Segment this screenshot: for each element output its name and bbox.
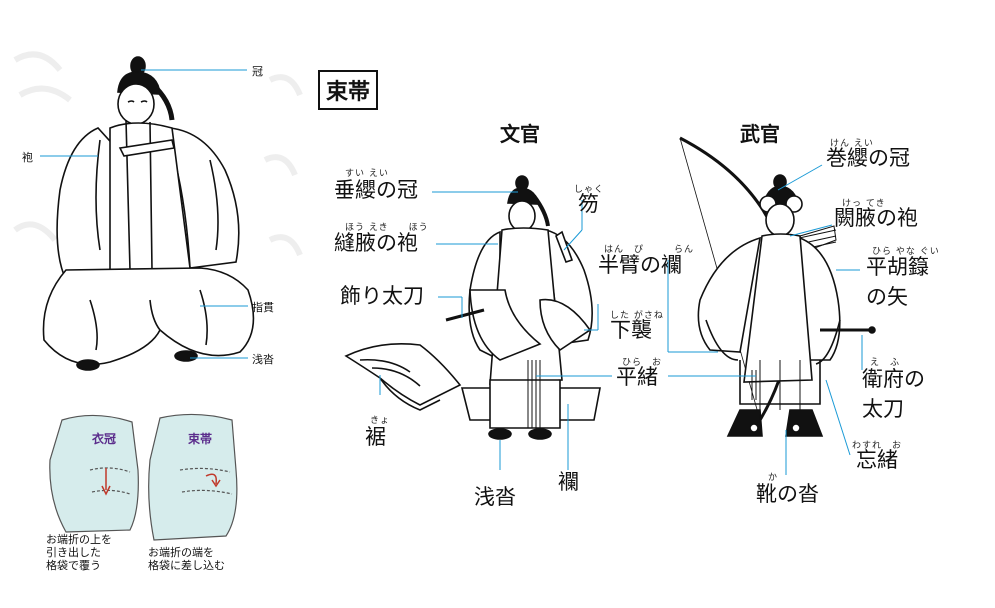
- left-figure: [42, 56, 255, 371]
- ruby-kyo: きょ: [370, 416, 391, 426]
- heading-bunkan: 文官: [500, 122, 540, 146]
- label-kenei: 巻纓の冠: [826, 146, 910, 170]
- inset-sokutai-caption-line: お端折の端を: [148, 546, 214, 559]
- label-efu-1: 衛府の: [862, 367, 925, 391]
- inset-ikan-caption-line: お端折の上を: [46, 533, 112, 546]
- bunkan-figure: [344, 175, 601, 440]
- ruby-ketteki: けっ てき: [842, 199, 886, 209]
- label-kanokutsu: 靴の沓: [756, 482, 819, 506]
- label-asagutsu-left: 浅沓: [252, 353, 274, 366]
- background-sketch: [13, 51, 303, 257]
- main-title: 束帯: [318, 70, 379, 110]
- label-asagutsu: 浅沓: [474, 485, 516, 509]
- ruby-hirayanagui: ひら やな ぐい: [872, 247, 940, 257]
- ruby-kanokutsu: か: [768, 473, 779, 483]
- label-shaku: 笏: [578, 192, 599, 216]
- heading-bukan: 武官: [740, 122, 780, 146]
- ruby-hirao: ひら お: [622, 358, 663, 368]
- inset-ikan-caption-line: 引き出した: [46, 546, 101, 559]
- ruby-wasureo: わすれ お: [852, 441, 903, 451]
- inset-sokutai-drawing: [148, 413, 238, 541]
- ruby-shaku: しゃく: [574, 185, 605, 195]
- label-hirayanagui-2: の矢: [866, 285, 908, 309]
- label-kanmuri: 冠: [252, 65, 263, 78]
- inset-ikan-caption: お端折の上を 引き出した 格袋で覆う: [46, 533, 112, 572]
- inset-sokutai-title: 束帯: [188, 432, 213, 446]
- bukan-figure: [679, 136, 876, 437]
- ruby-suiei: すい えい: [345, 169, 389, 179]
- ruby-efu: え ふ: [870, 358, 901, 368]
- inset-ikan-drawing: [49, 414, 139, 533]
- label-shitagasane: 下襲: [610, 318, 652, 342]
- inset-ikan-title: 衣冠: [92, 432, 117, 446]
- inset-sokutai-caption: お端折の端を 格袋に差し込む: [148, 546, 225, 572]
- label-hoeki: 縫腋の袍: [334, 231, 418, 255]
- label-ran: 襴: [558, 470, 579, 494]
- label-kyo: 裾: [365, 425, 386, 449]
- ruby-kenei: けん えい: [830, 139, 874, 149]
- inset-sokutai-caption-line: 格袋に差し込む: [148, 559, 225, 572]
- label-wasureo: 忘緒: [856, 448, 898, 472]
- left-leader-lines: [40, 69, 248, 359]
- ruby-hanpi: はん ぴ らん: [604, 245, 695, 255]
- label-sashinuki: 指貫: [252, 301, 274, 314]
- label-hanpi: 半臂の襴: [598, 253, 682, 277]
- ruby-shitagasane: した がさね: [610, 311, 664, 321]
- label-ho: 袍: [22, 151, 33, 164]
- label-efu-2: 太刀: [862, 397, 904, 421]
- inset-ikan-caption-line: 格袋で覆う: [46, 559, 101, 572]
- label-hirayanagui-1: 平胡籙: [866, 255, 929, 279]
- label-kazaritachi: 飾り太刀: [340, 284, 424, 308]
- label-suiei: 垂纓の冠: [334, 178, 418, 202]
- ruby-hoeki: ほう えき ほう: [345, 223, 429, 233]
- main-leader-lines: [379, 164, 863, 475]
- label-hirao: 平緒: [616, 365, 658, 389]
- label-ketteki: 闕腋の袍: [834, 206, 918, 230]
